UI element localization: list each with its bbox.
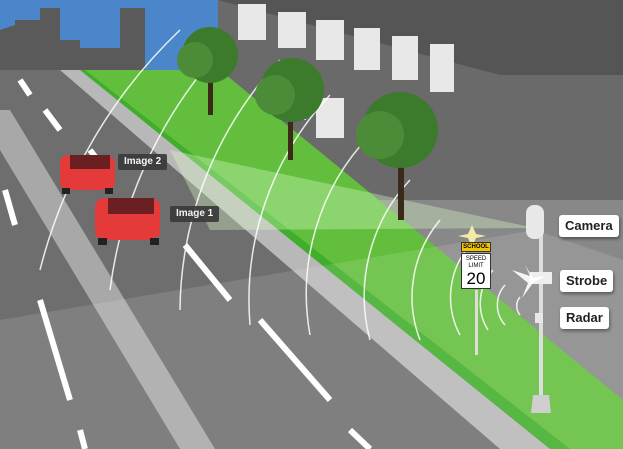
sign-line1: SPEED — [465, 256, 487, 262]
limit-plate: SPEED LIMIT 20 — [461, 253, 491, 289]
sign-line2: LIMIT — [468, 263, 484, 269]
car-1 — [95, 198, 160, 245]
car-2 — [60, 155, 115, 194]
sign-pole — [475, 290, 478, 355]
camera-unit — [526, 205, 544, 239]
school-plate: SCHOOL — [461, 242, 491, 252]
image-2-tag: Image 2 — [118, 154, 168, 170]
camera-label: Camera — [559, 215, 619, 237]
trees — [177, 27, 438, 220]
strobe-label: Strobe — [560, 270, 614, 292]
strobe-flash-icon — [512, 265, 545, 298]
skyline — [0, 8, 220, 80]
sign-speed: 20 — [466, 269, 486, 288]
speed-limit-sign: SCHOOL SPEED LIMIT 20 — [461, 242, 491, 289]
median — [0, 110, 215, 449]
image-1-tag: Image 1 — [170, 206, 220, 222]
grass — [70, 70, 623, 449]
sensor-pole — [512, 205, 552, 413]
radar-label: Radar — [560, 307, 609, 329]
radar-unit — [535, 313, 543, 323]
sign-flasher-icon — [458, 225, 486, 247]
camera-beam — [170, 150, 535, 230]
